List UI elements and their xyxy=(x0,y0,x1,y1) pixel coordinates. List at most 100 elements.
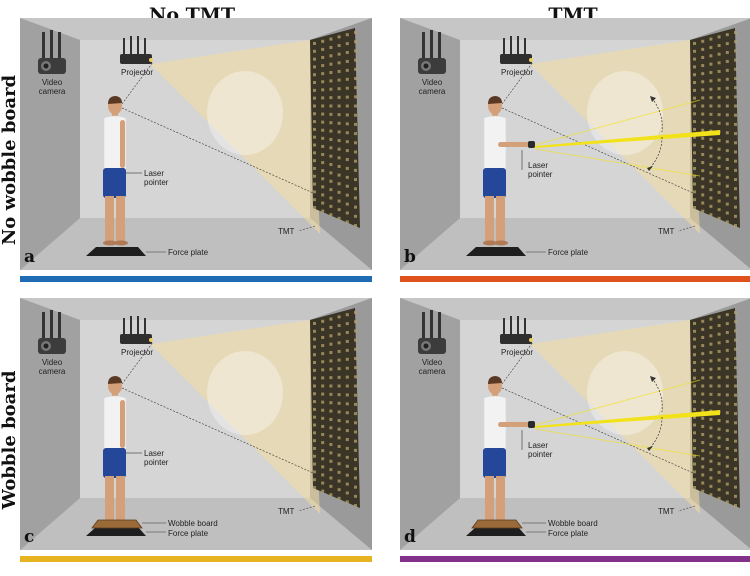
gaze-line-top xyxy=(501,61,534,105)
tmt-label: TMT xyxy=(278,227,295,236)
light-glow xyxy=(587,351,663,435)
panel-b: TMTVideocameraProjectorLaserpointerForce… xyxy=(400,18,750,282)
arm xyxy=(120,400,125,448)
right-leg xyxy=(116,476,125,522)
shorts xyxy=(483,448,506,478)
tmt-leader xyxy=(297,225,316,232)
projector xyxy=(120,36,153,64)
tmt-label: TMT xyxy=(278,507,295,516)
video-camera xyxy=(418,310,446,354)
hair xyxy=(488,96,502,104)
arm xyxy=(498,422,530,427)
condition-bar xyxy=(400,276,750,282)
row-label-no-wobble-board: No wobble board xyxy=(0,74,20,245)
force-plate-label: Force plate xyxy=(548,248,589,257)
left-leg xyxy=(485,476,494,522)
force-plate-label: Force plate xyxy=(168,529,209,538)
light-glow xyxy=(587,71,663,155)
projector-label: Projector xyxy=(501,68,533,77)
panels: TMTVideocameraProjectorLaserpointerForce… xyxy=(20,18,750,562)
tmt-label: TMT xyxy=(658,507,675,516)
hair xyxy=(108,96,122,104)
gaze-line-top xyxy=(121,61,154,105)
shorts xyxy=(483,168,506,198)
panel-d: TMTVideocameraProjectorLaserpointerWobbl… xyxy=(400,298,750,562)
laser-pointer-label-2: pointer xyxy=(144,458,169,467)
force-plate xyxy=(86,527,146,536)
video-camera-label: Video xyxy=(422,358,443,367)
gaze-line-bottom xyxy=(501,387,701,477)
participant xyxy=(483,96,535,246)
projector-light xyxy=(530,320,700,514)
wobble-board xyxy=(471,519,523,529)
hair xyxy=(108,376,122,384)
wobble-board-label: Wobble board xyxy=(168,519,218,528)
condition-bar xyxy=(400,556,750,562)
tmt-board xyxy=(310,28,360,228)
light-glow xyxy=(207,351,283,435)
panel-letter: b xyxy=(404,247,416,267)
tmt-grid xyxy=(313,311,357,507)
panel-a: TMTVideocameraProjectorLaserpointerForce… xyxy=(20,18,372,282)
tmt-grid xyxy=(693,31,737,227)
laser-pointer-label-2: pointer xyxy=(528,450,553,459)
laser-pointer-label: Laser xyxy=(528,161,548,170)
projector-label: Projector xyxy=(121,348,153,357)
tmt-board xyxy=(690,28,740,228)
laser-sway-down xyxy=(534,148,701,177)
gaze-line-bottom xyxy=(121,107,321,197)
tmt-label: TMT xyxy=(658,227,675,236)
gaze-line-bottom xyxy=(121,387,321,477)
gaze-line-top xyxy=(121,341,154,385)
sway-arrow-up xyxy=(650,96,656,102)
video-camera-label: Video xyxy=(42,358,63,367)
left-wall xyxy=(400,18,460,270)
laser-sway-up xyxy=(534,99,701,146)
left-wall xyxy=(400,298,460,550)
participant xyxy=(103,376,128,526)
panel-letter: a xyxy=(24,247,35,267)
right-leg xyxy=(496,196,505,242)
laser-pointer-label: Laser xyxy=(144,169,164,178)
left-leg xyxy=(485,196,494,242)
projector-label: Projector xyxy=(501,348,533,357)
shorts xyxy=(103,168,126,198)
sway-arc-up xyxy=(651,377,663,413)
arm xyxy=(498,142,530,147)
light-glow xyxy=(207,71,283,155)
sway-arrow-down xyxy=(647,446,653,451)
shorts xyxy=(103,448,126,478)
force-plate xyxy=(86,247,146,256)
force-plate xyxy=(466,247,526,256)
laser-beam xyxy=(535,410,720,428)
sway-arrow-up xyxy=(650,376,656,382)
gaze-line-top xyxy=(501,341,534,385)
video-camera xyxy=(38,310,66,354)
right-leg xyxy=(496,476,505,522)
shirt xyxy=(483,115,507,171)
condition-bar xyxy=(20,556,372,562)
ceiling xyxy=(20,298,372,320)
ceiling xyxy=(20,18,372,40)
ceiling xyxy=(400,298,750,320)
laser-pointer-label: Laser xyxy=(144,449,164,458)
projector-light xyxy=(530,40,700,234)
sway-arc-up xyxy=(651,97,663,133)
left-leg xyxy=(105,476,114,522)
projector xyxy=(500,36,533,64)
participant xyxy=(103,96,128,246)
arm xyxy=(120,120,125,168)
right-leg xyxy=(116,196,125,242)
laser-pointer-label-2: pointer xyxy=(528,170,553,179)
laser-pointer-label: Laser xyxy=(528,441,548,450)
video-camera-label-2: camera xyxy=(419,87,446,96)
ceiling xyxy=(400,18,750,40)
laser-sway-down xyxy=(534,428,701,457)
projector-light xyxy=(150,320,320,514)
shirt xyxy=(483,395,507,451)
tmt-leader xyxy=(677,505,696,512)
left-wall xyxy=(20,18,80,270)
wobble-board xyxy=(91,519,143,529)
laser-sway-up xyxy=(534,379,701,426)
video-camera-label: Video xyxy=(42,78,63,87)
